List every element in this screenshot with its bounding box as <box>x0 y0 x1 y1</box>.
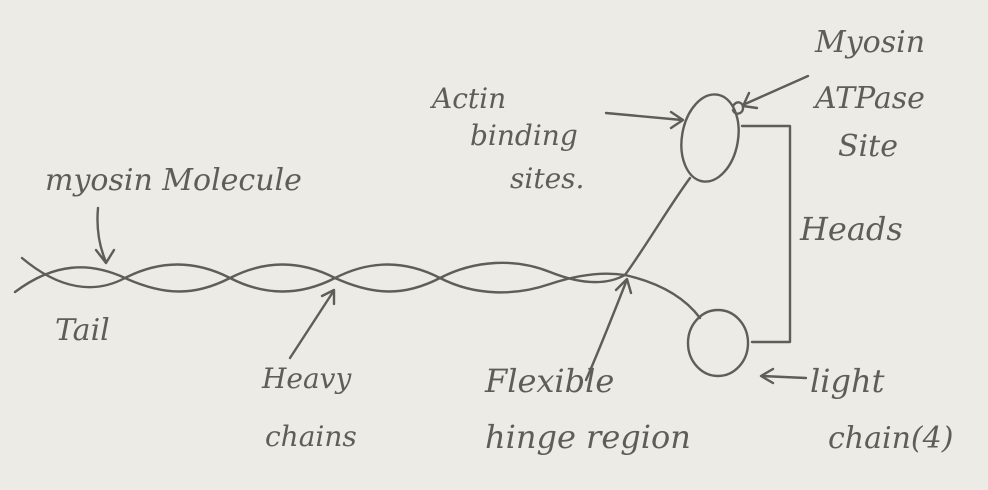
label-myosin-line1: Myosin <box>814 25 925 60</box>
label-flexible-line1: Flexible <box>484 362 614 400</box>
lower-head <box>688 310 748 376</box>
label-light-line1: light <box>810 362 885 400</box>
label-actin-line1: Actin <box>429 82 506 115</box>
label-light-line2: chain(4) <box>828 421 953 456</box>
heavy-chain-strand-b <box>22 258 625 292</box>
light-chain-arrow <box>762 376 806 378</box>
label-myosin-molecule: myosin Molecule <box>45 163 302 198</box>
label-actin-line3: sites. <box>510 162 584 195</box>
heavy-chains-arrowhead <box>322 290 334 304</box>
label-site-line3: Site <box>838 129 898 164</box>
label-flexible-line2: hinge region <box>485 418 691 456</box>
label-atpase-line2: ATPase <box>812 81 925 116</box>
heads-bracket <box>742 126 790 342</box>
atpase-arrow <box>745 76 808 104</box>
label-heavy-line2: chains <box>265 420 357 453</box>
upper-neck <box>625 178 690 275</box>
lower-neck <box>625 275 700 318</box>
label-heads: Heads <box>799 210 903 248</box>
label-tail: Tail <box>55 313 110 348</box>
label-actin-line2: binding <box>470 119 578 152</box>
actin-arrow <box>606 113 682 120</box>
label-heavy-line1: Heavy <box>261 362 353 395</box>
heavy-chains-arrow <box>290 292 333 358</box>
